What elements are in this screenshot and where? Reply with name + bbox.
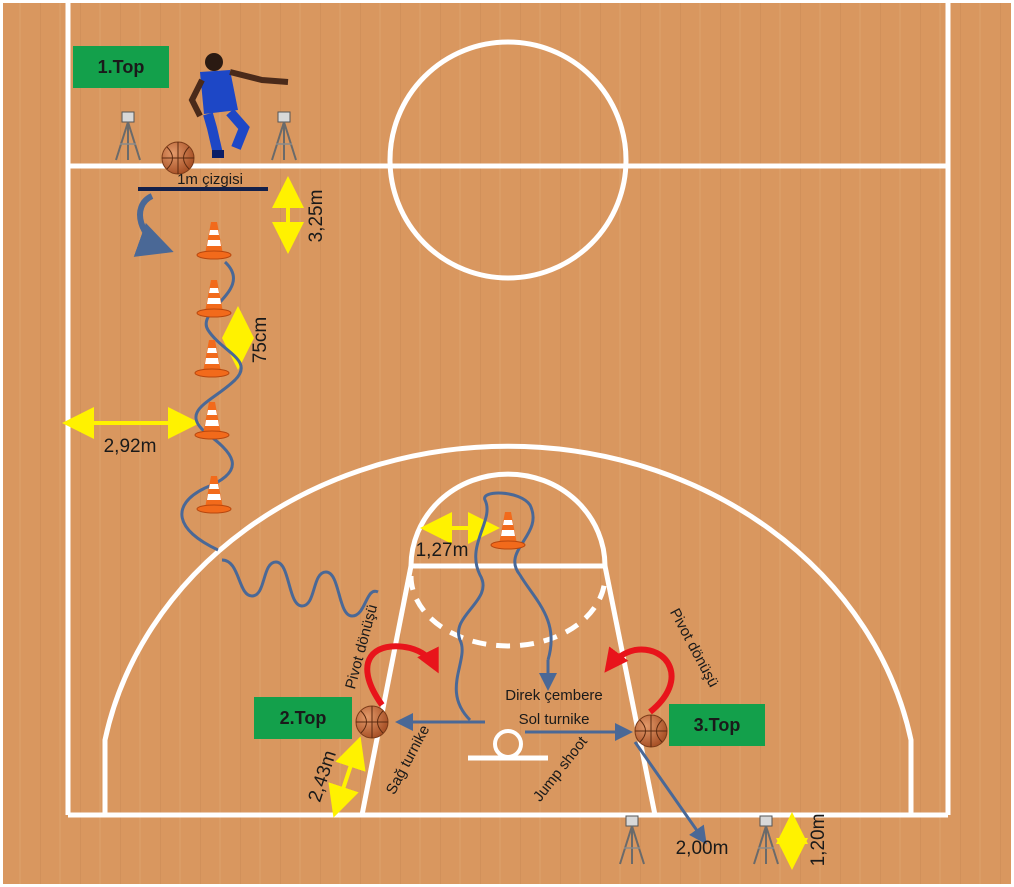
arrow-243 (328, 736, 366, 818)
measure-120: 1,20m (808, 814, 829, 867)
measure-127: 1,27m (416, 540, 469, 561)
player-icon (188, 53, 289, 158)
measure-292: 2,92m (104, 436, 157, 457)
dribble-path (133, 193, 707, 845)
measurement-arrows (62, 176, 808, 870)
direct-rim-label: Direk çembere (505, 687, 603, 704)
basketball-icon (355, 705, 389, 739)
station-3-label: 3.Top (694, 715, 741, 735)
basketball-icon (161, 141, 195, 175)
pivot-arrows (364, 643, 675, 715)
station-1: 1.Top (73, 46, 169, 88)
measure-200: 2,00m (676, 838, 729, 859)
measure-75cm: 75cm (250, 317, 271, 363)
station-1-label: 1.Top (98, 57, 145, 77)
left-layup-label: Sol turnike (519, 711, 590, 728)
station-3: 3.Top (669, 704, 765, 746)
station-2: 2.Top (254, 697, 352, 739)
one-meter-line-label: 1m çizgisi (177, 171, 243, 188)
station-2-label: 2.Top (280, 708, 327, 728)
measure-325: 3,25m (306, 190, 327, 243)
basketball-icon (634, 714, 668, 748)
